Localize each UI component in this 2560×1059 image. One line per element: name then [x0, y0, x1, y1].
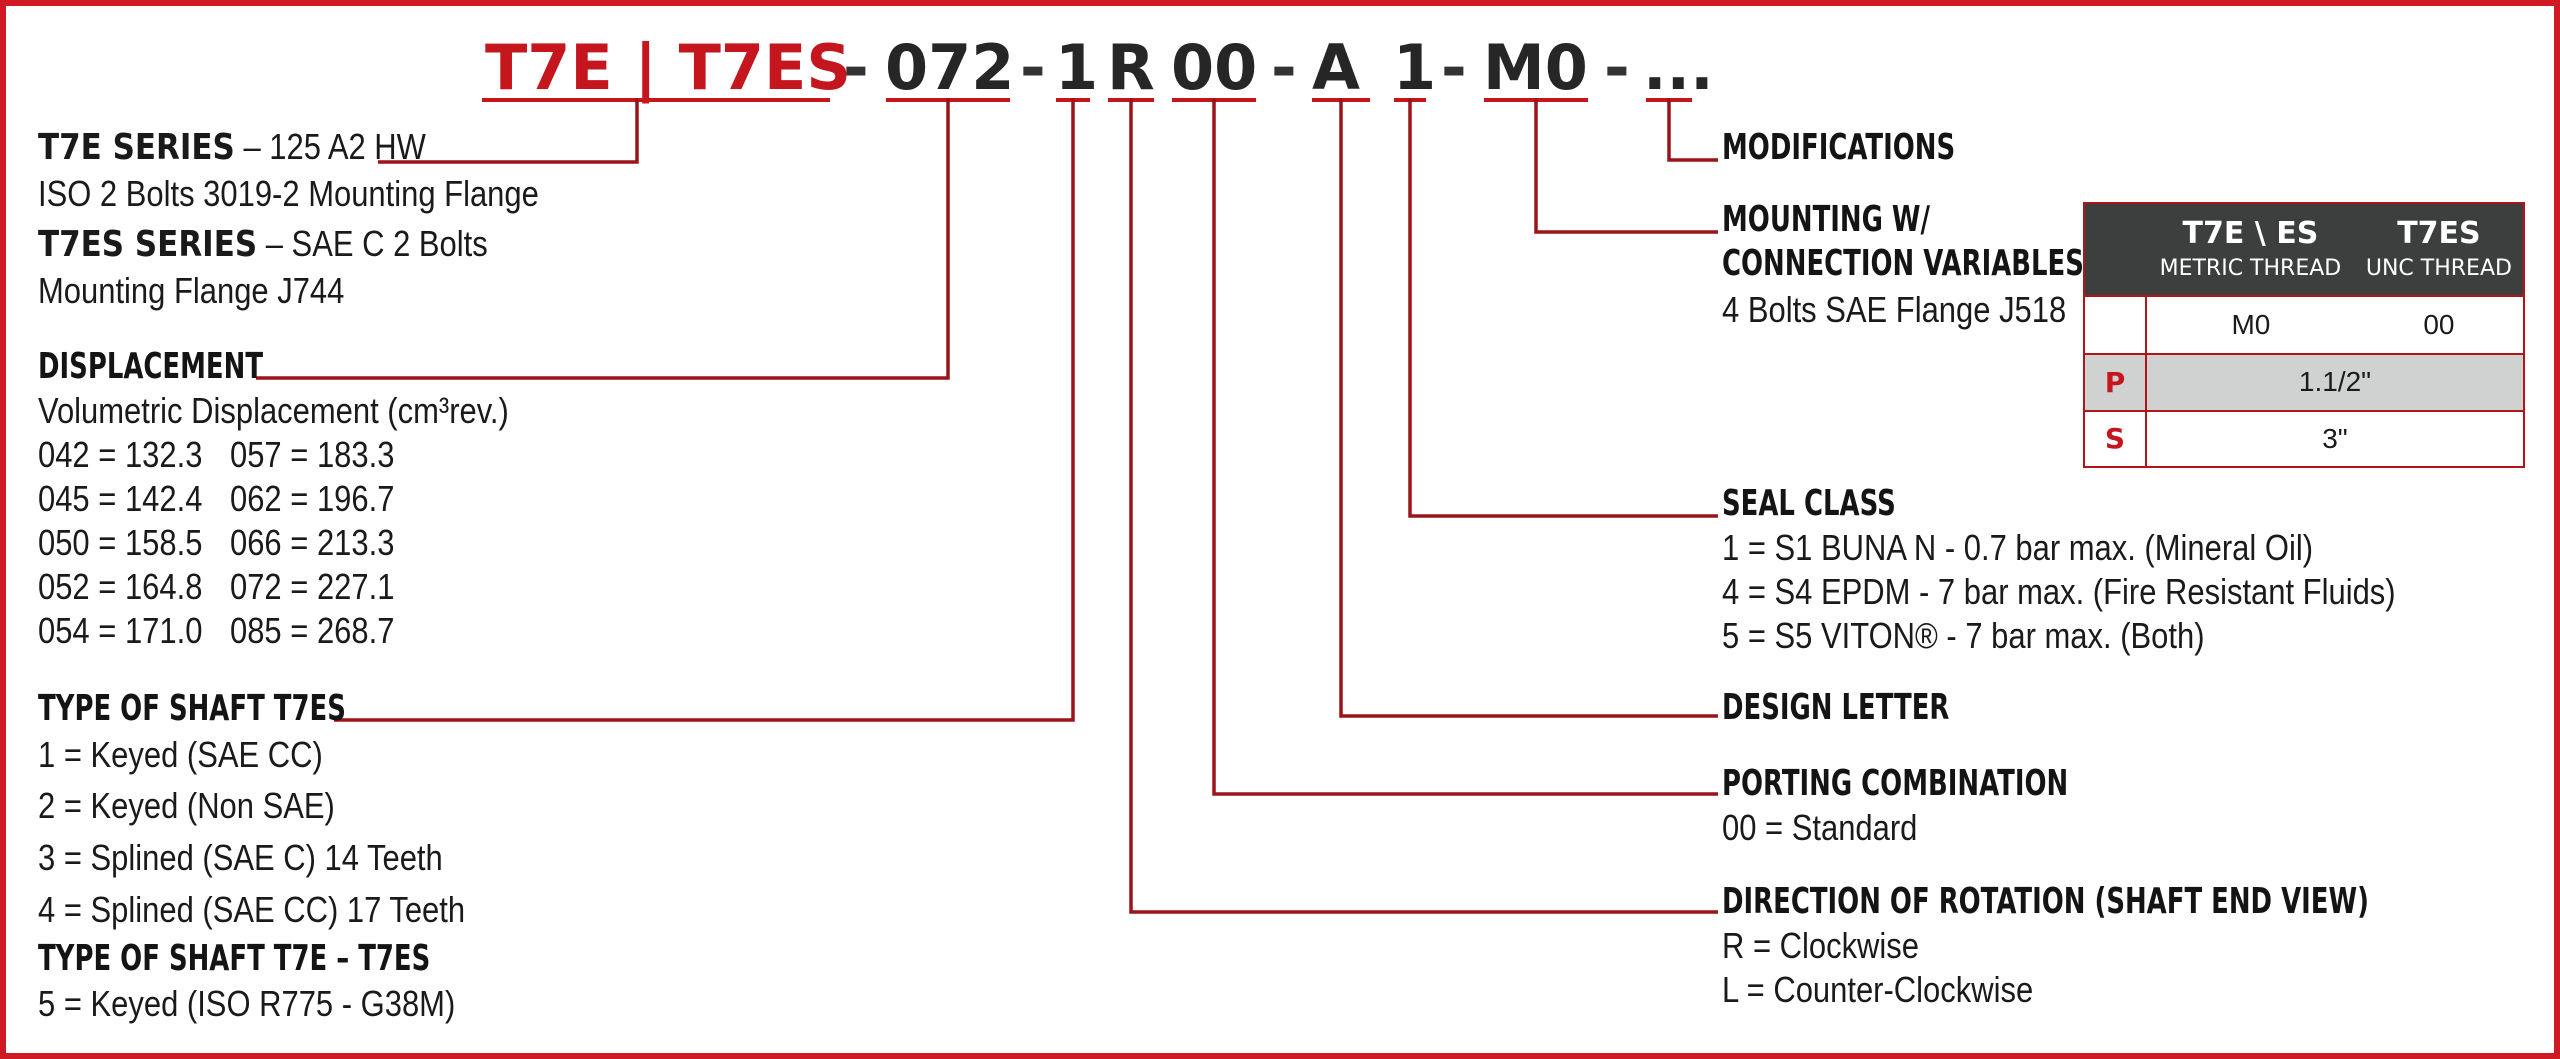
- code-shaft: 1: [1055, 31, 1099, 104]
- shaft-t7e-heading: TYPE OF SHAFT T7E – T7ES: [38, 938, 431, 979]
- mounting-description: 4 Bolts SAE Flange J518: [1722, 289, 2067, 330]
- header-title: T7ES: [2397, 216, 2481, 252]
- leader-seal: [1408, 98, 1718, 518]
- code-dash: -: [1604, 31, 1630, 104]
- thread-row-value: 3": [2146, 409, 2524, 467]
- thread-table-row: P 1.1/2": [2084, 353, 2524, 411]
- leader-shaft: [334, 98, 1075, 722]
- code-dash: -: [1441, 31, 1467, 104]
- displacement-value: 085 = 268.7: [230, 610, 395, 651]
- displacement-value: 052 = 164.8: [38, 566, 203, 607]
- displacement-value: 057 = 183.3: [230, 434, 395, 475]
- code-dash: -: [1271, 31, 1297, 104]
- seal-option: 4 = S4 EPDM - 7 bar max. (Fire Resistant…: [1722, 571, 2396, 612]
- leader-modifications: [1667, 98, 1718, 162]
- mounting-heading: MOUNTING W/: [1722, 199, 1930, 240]
- leader-porting: [1212, 98, 1718, 796]
- displacement-value: 062 = 196.7: [230, 478, 395, 519]
- thread-table-row: S 3": [2084, 409, 2524, 467]
- t7e-series-line: T7E SERIES – 125 A2 HW: [38, 125, 426, 170]
- thread-row-value: 1.1/2": [2146, 353, 2524, 411]
- displacement-value: 050 = 158.5: [38, 522, 203, 563]
- rotation-option: L = Counter-Clockwise: [1722, 969, 2034, 1010]
- shaft-option: 4 = Splined (SAE CC) 17 Teeth: [38, 889, 466, 930]
- code-porting: 00: [1171, 31, 1258, 104]
- code-displacement: 072: [885, 31, 1015, 104]
- header-subtitle: UNC THREAD: [2365, 256, 2512, 282]
- shaft-option: 1 = Keyed (SAE CC): [38, 734, 323, 775]
- code-modifications: ...: [1643, 31, 1714, 104]
- leader-series: [378, 98, 639, 164]
- t7es-series-line: T7ES SERIES – SAE C 2 Bolts: [38, 222, 488, 267]
- modifications-heading: MODIFICATIONS: [1722, 127, 1956, 168]
- leader-displacement: [256, 98, 950, 380]
- thread-table-header-unc: T7ES UNC THREAD: [2354, 203, 2524, 296]
- leader-design: [1339, 98, 1718, 718]
- displacement-value: 042 = 132.3: [38, 434, 203, 475]
- thread-code-cell: 00: [2354, 294, 2524, 355]
- code-series: T7E | T7ES: [485, 31, 852, 104]
- displacement-value: 045 = 142.4: [38, 478, 203, 519]
- thread-table-header-metric: T7E \ ES METRIC THREAD: [2146, 203, 2355, 296]
- thread-table-code-row: M0 00: [2084, 294, 2524, 355]
- shaft-option: 2 = Keyed (Non SAE): [38, 785, 335, 826]
- t7es-series-title: T7ES SERIES: [38, 224, 258, 265]
- thread-table-header-row: T7E \ ES METRIC THREAD T7ES UNC THREAD: [2084, 203, 2524, 296]
- mounting-heading-line2: CONNECTION VARIABLES: [1722, 243, 2084, 284]
- leader-mounting: [1534, 98, 1718, 234]
- code-mounting: M0: [1483, 31, 1588, 104]
- thread-table: T7E \ ES METRIC THREAD T7ES UNC THREAD M0 …: [2083, 202, 2525, 468]
- code-design: A: [1312, 31, 1360, 104]
- displacement-value: 072 = 227.1: [230, 566, 395, 607]
- t7es-series-flange: Mounting Flange J744: [38, 270, 345, 311]
- thread-table-empty-cell: [2084, 294, 2147, 355]
- code-seal: 1: [1393, 31, 1437, 104]
- seal-class-heading: SEAL CLASS: [1722, 483, 1896, 524]
- shaft-option: 3 = Splined (SAE C) 14 Teeth: [38, 837, 443, 878]
- displacement-value: 054 = 171.0: [38, 610, 203, 651]
- code-dash: -: [1020, 31, 1046, 104]
- code-dash: -: [843, 31, 869, 104]
- code-rotation: R: [1107, 31, 1155, 104]
- displacement-heading: DISPLACEMENT: [38, 346, 264, 387]
- header-title: T7E \ ES: [2182, 216, 2319, 252]
- t7es-series-value: – SAE C 2 Bolts: [257, 223, 488, 264]
- shaft-t7es-heading: TYPE OF SHAFT T7ES: [38, 688, 346, 729]
- t7e-series-flange: ISO 2 Bolts 3019-2 Mounting Flange: [38, 173, 539, 214]
- thread-code-cell: M0: [2146, 294, 2355, 355]
- porting-heading: PORTING COMBINATION: [1722, 763, 2069, 804]
- design-letter-heading: DESIGN LETTER: [1722, 687, 1950, 728]
- rotation-heading: DIRECTION OF ROTATION (SHAFT END VIEW): [1722, 881, 2369, 922]
- thread-row-label: S: [2084, 409, 2147, 467]
- header-subtitle: METRIC THREAD: [2159, 256, 2342, 282]
- displacement-value: 066 = 213.3: [230, 522, 395, 563]
- displacement-description: Volumetric Displacement (cm³rev.): [38, 390, 509, 431]
- t7e-series-title: T7E SERIES: [38, 127, 235, 168]
- thread-row-label: P: [2084, 353, 2147, 411]
- shaft-option: 5 = Keyed (ISO R775 - G38M): [38, 983, 456, 1024]
- thread-table-corner: [2084, 203, 2146, 296]
- seal-option: 1 = S1 BUNA N - 0.7 bar max. (Mineral Oi…: [1722, 527, 2314, 568]
- porting-option: 00 = Standard: [1722, 807, 1918, 848]
- t7e-series-value: – 125 A2 HW: [234, 126, 426, 167]
- seal-option: 5 = S5 VITON® - 7 bar max. (Both): [1722, 615, 2205, 656]
- rotation-option: R = Clockwise: [1722, 925, 1919, 966]
- code-series-underline: [482, 98, 830, 102]
- leader-rotation: [1129, 98, 1718, 914]
